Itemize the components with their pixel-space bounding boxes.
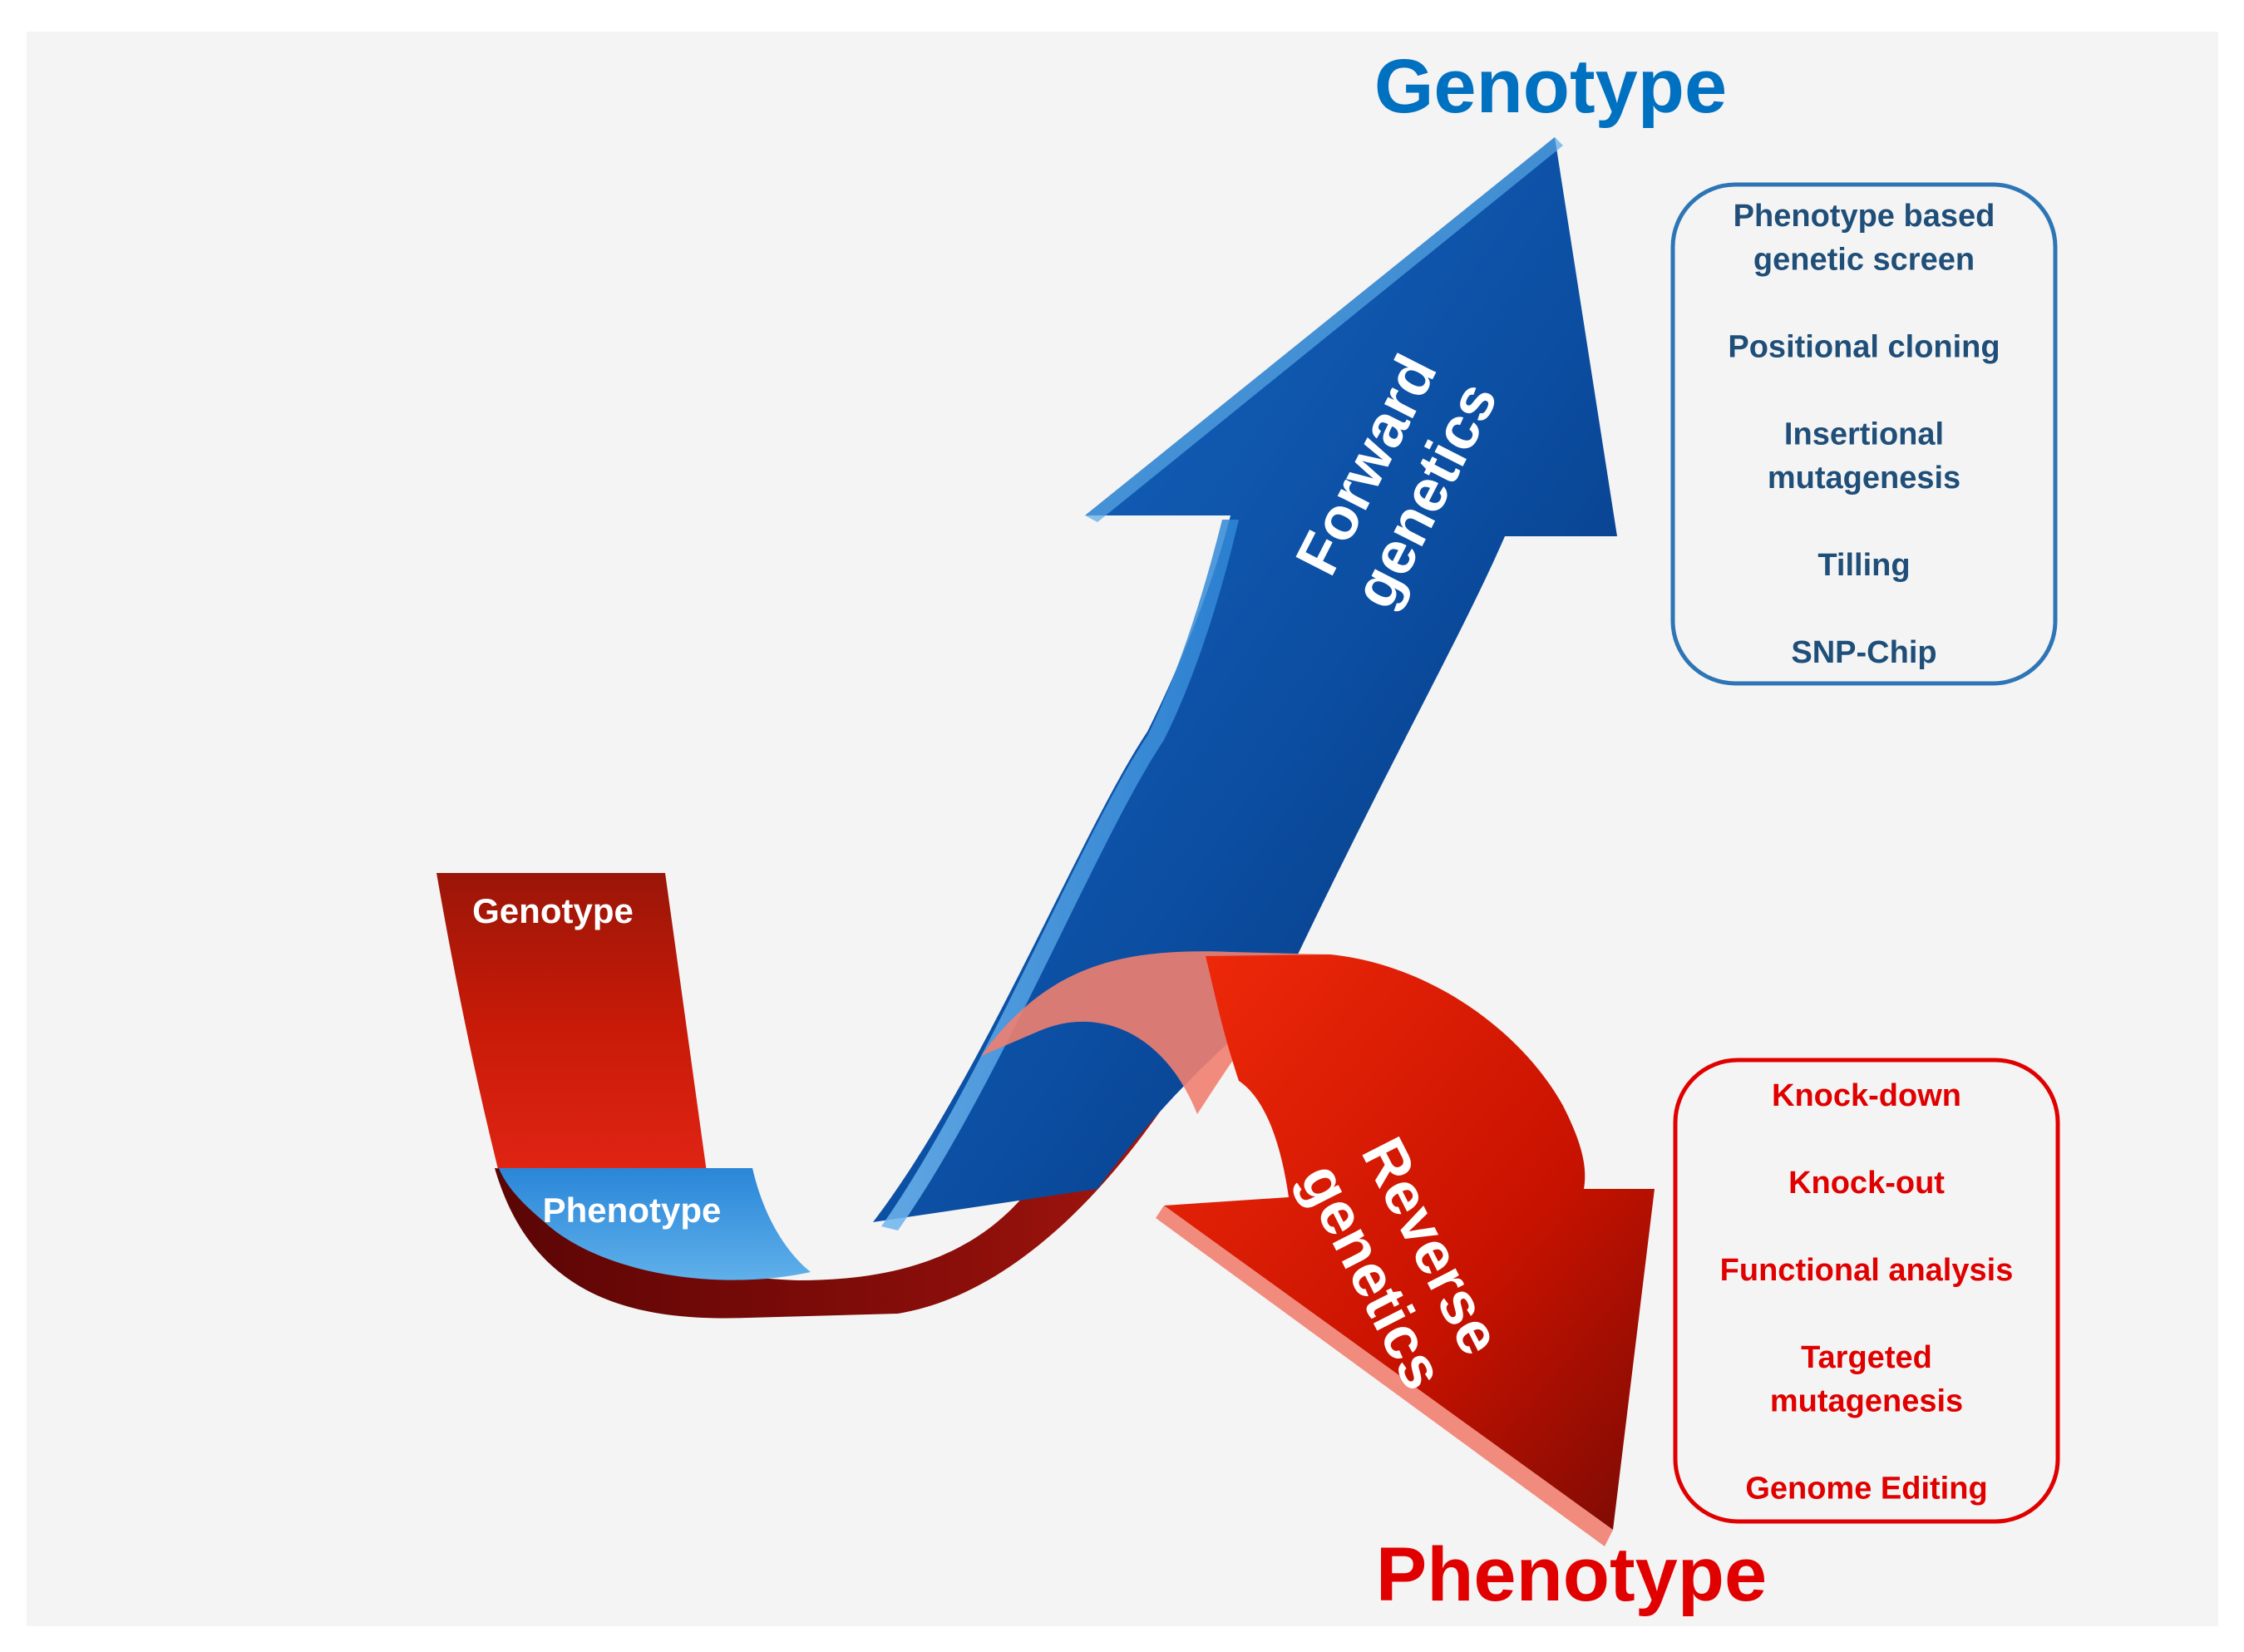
reverse-arrow-edge — [1156, 1206, 1613, 1546]
forward-method-2-line-0: Insertional — [1784, 417, 1944, 452]
reverse-arrow — [1164, 954, 1655, 1530]
reverse-method-2-line-0: Functional analysis — [1720, 1253, 2014, 1288]
blue-ribbon-underside — [499, 1168, 811, 1280]
forward-method-1-line-0: Positional cloning — [1728, 330, 2000, 365]
forward-methods-list: Phenotype based genetic screenPositional … — [1728, 199, 2000, 670]
reverse-method-0-line-0: Knock-down — [1772, 1078, 1961, 1113]
ribbon-label-phenotype: Phenotype — [543, 1191, 722, 1230]
reverse-method-4-line-0: Genome Editing — [1745, 1472, 1987, 1507]
title-genotype: Genotype — [1374, 44, 1727, 129]
forward-methods-box — [1670, 182, 2058, 686]
title-phenotype: Phenotype — [1376, 1532, 1767, 1617]
reverse-method-1-line-0: Knock-out — [1788, 1166, 1945, 1201]
forward-method-4-line-0: SNP-Chip — [1791, 635, 1936, 670]
reverse-methods-box — [1673, 1058, 2060, 1524]
forward-arrow-edge — [881, 520, 1239, 1230]
red-ribbon-flap — [436, 873, 707, 1172]
ribbon-label-genotype: Genotype — [472, 891, 634, 930]
forward-method-3-line-0: Tilling — [1817, 548, 1910, 583]
forward-method-0-line-0: Phenotype based — [1734, 199, 1995, 234]
reverse-method-3-line-0: Targeted — [1801, 1340, 1932, 1375]
forward-method-2-line-1: mutagenesis — [1768, 461, 1960, 496]
reverse-method-3-line-1: mutagenesis — [1770, 1384, 1963, 1419]
forward-method-0-line-1: genetic screen — [1753, 243, 1975, 278]
forward-arrow-head-edge — [1085, 137, 1563, 522]
forward-arrow — [873, 137, 1617, 1222]
